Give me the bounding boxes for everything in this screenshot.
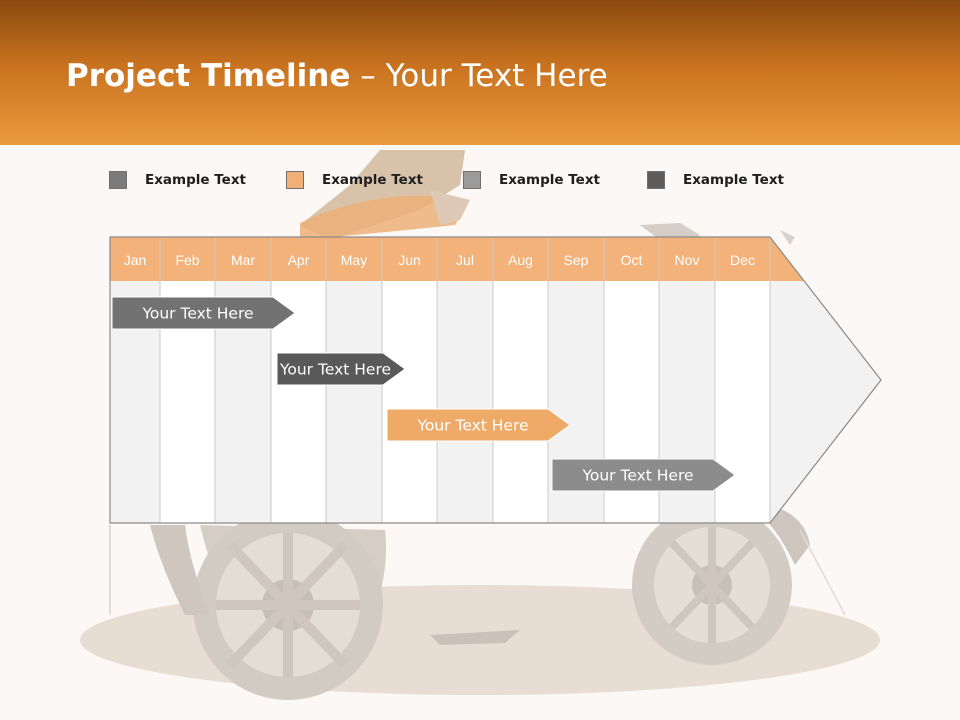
legend-label-1: Example Text bbox=[145, 172, 246, 188]
month-label-aug: Aug bbox=[508, 252, 533, 268]
legend-label-2: Example Text bbox=[322, 172, 423, 188]
month-label-nov: Nov bbox=[675, 252, 700, 268]
legend-label-4: Example Text bbox=[683, 172, 784, 188]
month-column-jul bbox=[437, 281, 493, 523]
month-label-jul: Jul bbox=[456, 252, 474, 268]
month-column-jun bbox=[382, 281, 437, 523]
task-bar-2 bbox=[276, 352, 406, 386]
month-label-may: May bbox=[341, 252, 367, 268]
month-label-oct: Oct bbox=[621, 252, 643, 268]
task-bar-3 bbox=[386, 408, 571, 442]
task-bar-label-1: Your Text Here bbox=[141, 305, 253, 323]
month-column-dec bbox=[715, 281, 770, 523]
month-label-mar: Mar bbox=[231, 252, 255, 268]
legend-swatch-1 bbox=[109, 171, 127, 189]
month-label-sep: Sep bbox=[564, 252, 589, 268]
month-label-apr: Apr bbox=[288, 252, 310, 268]
month-header-band bbox=[110, 237, 881, 281]
title-rest: – Your Text Here bbox=[350, 58, 608, 94]
legend-swatch-2 bbox=[286, 171, 304, 189]
month-column-aug bbox=[493, 281, 548, 523]
timeline-arrow-outline bbox=[109, 236, 882, 524]
month-header-row: Jan Feb Mar Apr May Jun Jul Aug Sep Oct Nov Dec bbox=[124, 252, 755, 268]
timeline-grid bbox=[110, 237, 881, 523]
legend-swatch-3 bbox=[463, 171, 481, 189]
task-bar-4 bbox=[551, 458, 736, 492]
task-bar-label-3: Your Text Here bbox=[416, 417, 528, 435]
header-banner: Project Timeline – Your Text Here bbox=[0, 0, 960, 145]
month-label-jan: Jan bbox=[124, 252, 147, 268]
title-main: Project Timeline bbox=[66, 58, 351, 94]
month-label-jun: Jun bbox=[398, 252, 421, 268]
task-bar-label-2: Your Text Here bbox=[279, 361, 391, 379]
month-label-feb: Feb bbox=[175, 252, 199, 268]
task-bar-1 bbox=[111, 296, 296, 330]
scooter-background-image bbox=[80, 150, 880, 700]
arrow-tip-area bbox=[770, 281, 881, 523]
task-bar-label-4: Your Text Here bbox=[581, 467, 693, 485]
legend-label-3: Example Text bbox=[499, 172, 600, 188]
slide-title: Project Timeline – Your Text Here bbox=[66, 58, 608, 94]
month-label-dec: Dec bbox=[730, 252, 755, 268]
legend-swatch-4 bbox=[647, 171, 665, 189]
month-column-may bbox=[326, 281, 382, 523]
